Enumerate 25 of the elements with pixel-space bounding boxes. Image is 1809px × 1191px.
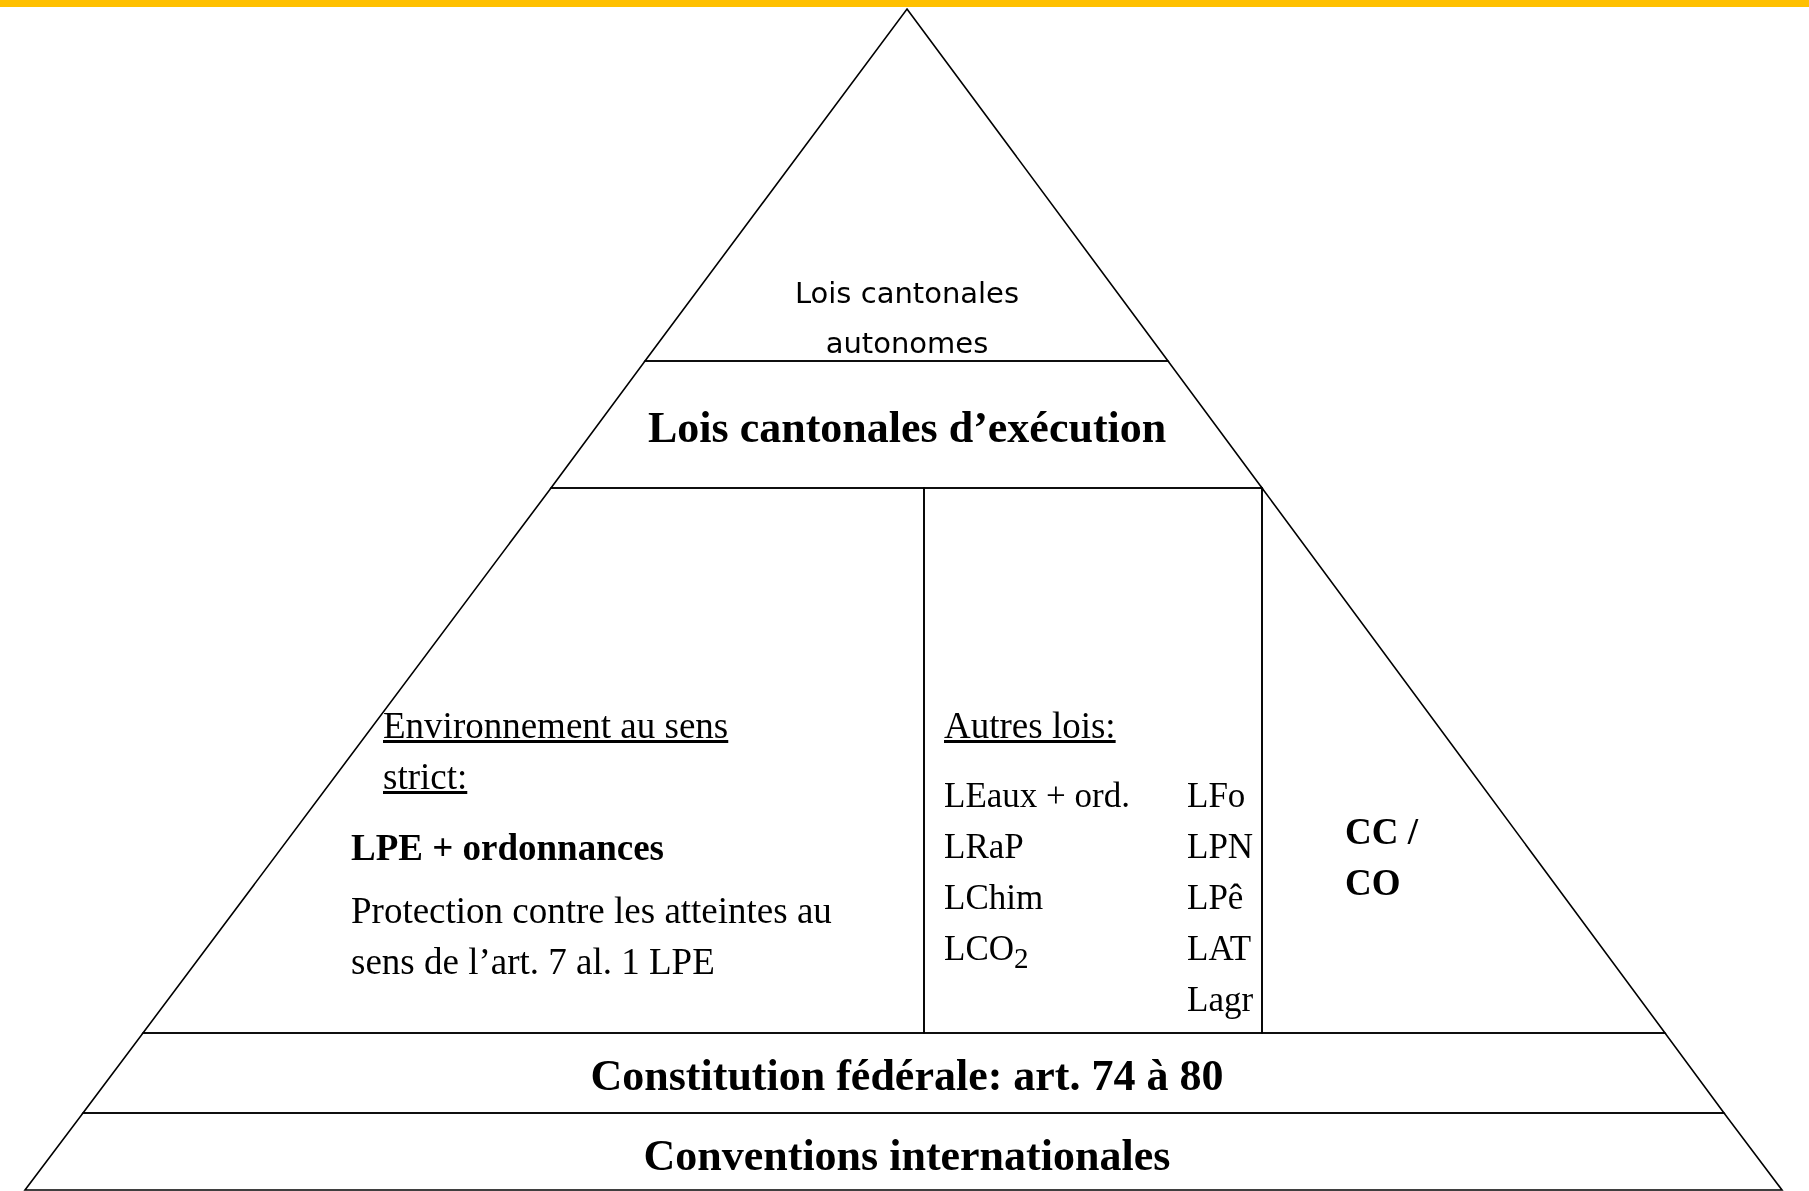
pyramid-section	[143, 488, 924, 1033]
tier-label: Lois cantonales d’exécution	[648, 402, 1167, 454]
law-abbreviation: LPê	[1187, 877, 1244, 919]
pyramid-section	[924, 488, 1262, 1033]
law-abbreviation: LEaux + ord.	[944, 775, 1130, 817]
section-text: LPE + ordonnances	[351, 826, 665, 870]
section-text: Protection contre les atteintes au sens de l’art. 7 al. 1 LPE	[351, 889, 833, 984]
law-abbreviation: Lagr	[1187, 979, 1254, 1021]
law-abbreviation: LChim	[944, 877, 1044, 919]
tier-label: Constitution fédérale: art. 74 à 80	[590, 1050, 1224, 1102]
tier-label: Conventions internationales	[643, 1130, 1171, 1182]
pyramid-tier	[645, 9, 1168, 361]
tier-label: Lois cantonales autonomes	[793, 275, 1021, 362]
law-abbreviation: LPN	[1187, 826, 1254, 868]
pyramid-tier	[551, 361, 1262, 488]
section-heading: Autres lois:	[944, 704, 1117, 748]
section-heading: Environnement au sens strict:	[383, 704, 730, 799]
section-text: CC / CO	[1345, 810, 1420, 905]
law-abbreviation: LRaP	[944, 826, 1024, 868]
pyramid-tier	[83, 1033, 1724, 1113]
law-abbreviation: LCO$_{2}$	[944, 928, 1029, 976]
law-abbreviation: LFo	[1187, 775, 1246, 817]
law-abbreviation: LAT	[1187, 928, 1252, 970]
pyramid-section	[1262, 488, 1665, 1033]
pyramid-tier	[25, 1113, 1782, 1190]
